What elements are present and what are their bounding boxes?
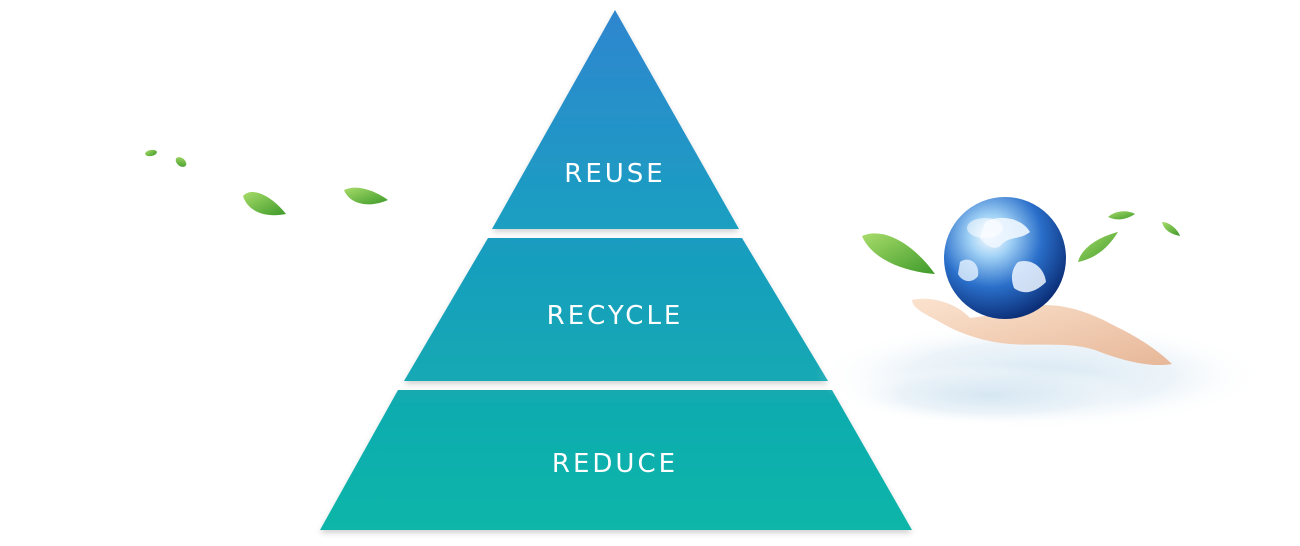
leaf-icon xyxy=(1162,222,1180,236)
pyramid-tier-reuse xyxy=(492,10,739,229)
pyramid: REUSE RECYCLE REDUCE xyxy=(320,10,912,530)
hand-icon xyxy=(912,298,1172,366)
pyramid-tier-reduce xyxy=(320,390,912,530)
leaves-left xyxy=(145,149,388,216)
cloud-shape xyxy=(840,365,1140,425)
leaf-icon xyxy=(243,192,286,216)
tier-label-reduce: REDUCE xyxy=(552,449,678,479)
globe-icon xyxy=(944,197,1066,319)
leaf-icon xyxy=(175,157,187,167)
earth-in-hand-illustration xyxy=(815,197,1265,430)
leaf-icon xyxy=(1078,232,1118,262)
tier-label-reuse: REUSE xyxy=(564,159,665,189)
pyramid-tier-recycle xyxy=(404,238,828,381)
leaf-icon xyxy=(1108,211,1135,220)
leaf-icon xyxy=(145,149,157,157)
leaf-icon xyxy=(344,187,388,205)
leaf-icon xyxy=(862,233,935,274)
tier-label-recycle: RECYCLE xyxy=(547,301,684,331)
